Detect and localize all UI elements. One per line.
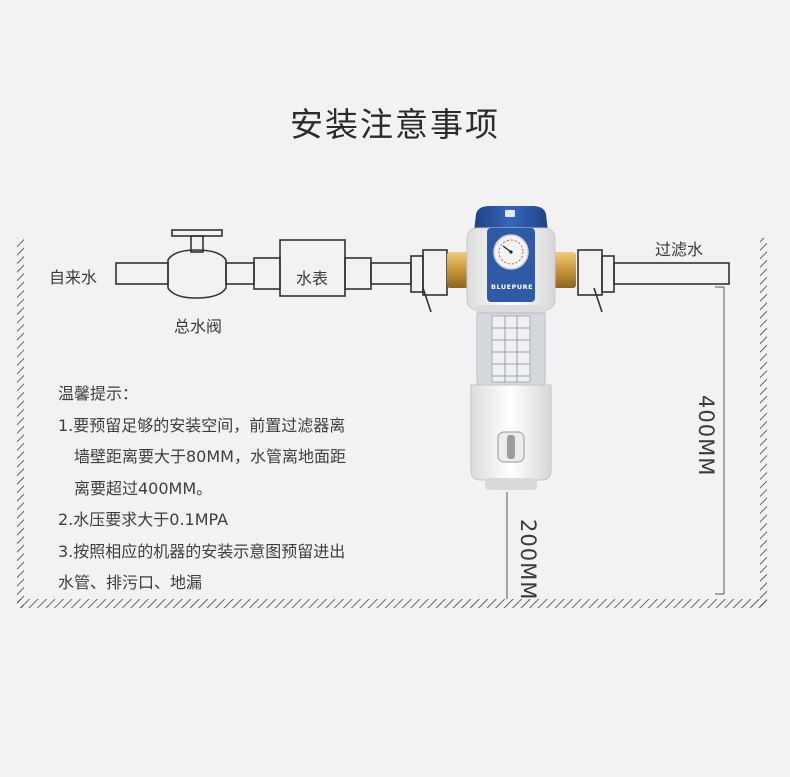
label-filtered-water: 过滤水 — [655, 240, 704, 259]
label-main-valve: 总水阀 — [174, 317, 223, 336]
label-inlet: 自来水 — [49, 268, 98, 287]
main-valve-icon — [167, 229, 227, 299]
pipe-system — [115, 229, 730, 313]
prefilter-product — [447, 206, 576, 490]
page-title: 安装注意事项 — [290, 105, 500, 144]
floor — [17, 599, 767, 608]
label-water-meter: 水表 — [296, 269, 329, 288]
tips-panel: 温馨提示： 1.要预留足够的安装空间，前置过滤器离 墙壁距离要大于80MM，水管… — [58, 378, 398, 599]
left-wall — [17, 238, 24, 608]
tip-3-line-2: 水管、排污口、地漏 — [58, 573, 203, 592]
dimension-right: 400MM — [694, 395, 718, 477]
tip-1-line-3: 离要超过400MM。 — [74, 478, 213, 498]
tip-2: 2.水压要求大于0.1MPA — [58, 510, 229, 529]
tip-3-line-1: 3.按照相应的机器的安装示意图预留进出 — [58, 541, 346, 561]
brand-logo: BLUEPURE — [491, 283, 534, 291]
tip-1-line-1: 1.要预留足够的安装空间，前置过滤器离 — [58, 415, 346, 435]
tips-heading: 温馨提示： — [58, 384, 139, 403]
dimension-bottom: 200MM — [516, 519, 540, 601]
dimension-lines — [506, 286, 725, 599]
tip-1-line-2: 墙壁距离要大于80MM，水管离地面距 — [74, 447, 346, 466]
right-wall — [760, 238, 767, 608]
